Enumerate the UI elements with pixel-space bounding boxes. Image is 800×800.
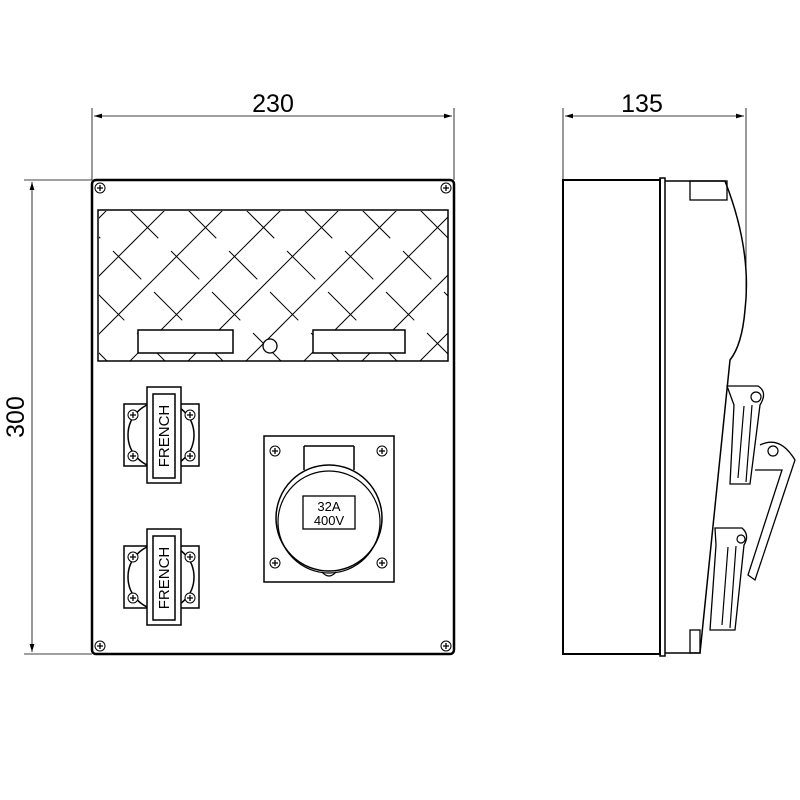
hatch-line	[99, 211, 165, 277]
hatch-line	[245, 211, 397, 361]
height-label: 300	[2, 396, 30, 438]
indicator-light	[262, 338, 278, 354]
socket-label: FRENCH	[156, 547, 173, 610]
corner-screw-icon	[94, 640, 106, 652]
voltage-rating: 400V	[314, 513, 345, 528]
corner-screw-icon	[440, 182, 452, 194]
hatch-line	[304, 211, 448, 355]
hatch-line	[478, 210, 629, 361]
hatch-line	[99, 211, 223, 335]
hatch-line	[594, 210, 745, 361]
hatch-line	[478, 210, 629, 361]
width-dimension: 230	[91, 90, 455, 180]
width-label: 230	[252, 90, 294, 118]
hatch-line	[362, 211, 448, 297]
front-view: FRENCH FRENCH 32A 400V	[0, 178, 745, 656]
height-dimension: 300	[2, 179, 92, 655]
hatch-line	[130, 211, 282, 361]
hatch-line	[419, 332, 448, 361]
hatch-line	[0, 210, 49, 361]
hatched-window	[0, 209, 745, 362]
label-slot-right	[312, 329, 406, 354]
corner-screw-icon	[94, 182, 106, 194]
french-socket-2: FRENCH	[123, 528, 200, 626]
side-view	[562, 177, 796, 657]
hatch-line	[420, 211, 448, 239]
label-slot-left	[137, 329, 234, 354]
current-rating: 32A	[317, 499, 340, 514]
industrial-socket-32a: 32A 400V	[263, 435, 395, 583]
depth-dimension: 135	[562, 90, 747, 290]
socket-label: FRENCH	[156, 405, 173, 468]
hatch-line	[0, 210, 49, 361]
french-socket-1: FRENCH	[123, 386, 200, 484]
hatch-line	[594, 210, 745, 361]
depth-label: 135	[621, 90, 663, 118]
corner-screw-icon	[440, 640, 452, 652]
